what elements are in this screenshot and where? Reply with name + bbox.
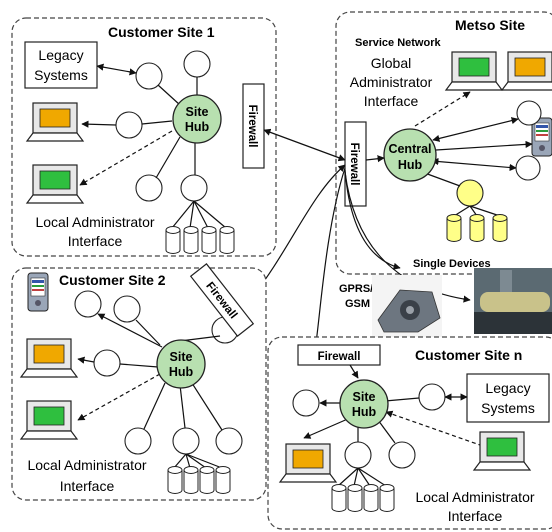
- site-hub-2-label-a: Site: [170, 350, 193, 364]
- laptop-icon: [473, 431, 531, 471]
- database-icon: [363, 484, 379, 512]
- machine-photo: [372, 275, 442, 337]
- laptop-icon: [501, 51, 552, 91]
- database-icon: [379, 484, 395, 512]
- metso-site-box: [335, 11, 552, 275]
- node: [516, 100, 542, 126]
- node: [180, 174, 208, 202]
- database-icon: [492, 214, 508, 242]
- laptop-icon: [26, 102, 84, 142]
- central-hub-label-b: Hub: [398, 158, 423, 172]
- database-icon: [219, 226, 235, 254]
- pda-icon: [27, 272, 49, 312]
- customer-site-n-title: Customer Site n: [415, 347, 522, 363]
- firewall-metso: [344, 121, 367, 207]
- database-icon: [201, 226, 217, 254]
- site-hub-2: [156, 339, 206, 389]
- database-icon: [183, 466, 199, 494]
- legacy-label-1a: Legacy: [38, 47, 83, 63]
- site-hub-n: [339, 379, 389, 429]
- firewall-metso-label: Firewall: [348, 143, 360, 186]
- local-admin-label-nb: Interface: [448, 508, 503, 524]
- firewall-2: [189, 263, 255, 337]
- database-icon: [183, 226, 199, 254]
- database-icon: [331, 484, 347, 512]
- global-admin-label-b: Administrator: [350, 74, 433, 90]
- customer-site-2-box: [11, 267, 267, 501]
- site-hub-2-label-b: Hub: [169, 365, 194, 379]
- central-hub: [383, 128, 437, 182]
- node: [418, 383, 446, 411]
- gprs-label-a: GPRS/: [339, 283, 373, 295]
- customer-site-1-title: Customer Site 1: [108, 24, 215, 40]
- node: [183, 50, 211, 78]
- customer-site-2-title: Customer Site 2: [59, 272, 166, 288]
- gprs-label-b: GSM: [345, 298, 370, 310]
- firewall-n-label: Firewall: [318, 351, 361, 363]
- laptop-icon: [279, 443, 337, 483]
- node: [124, 427, 152, 455]
- metso-site-title: Metso Site: [455, 17, 525, 33]
- database-icon: [469, 214, 485, 242]
- single-devices-label: Single Devices: [413, 258, 491, 270]
- node: [74, 290, 102, 318]
- firewall-n: [297, 344, 381, 366]
- machine-photo: [474, 268, 552, 334]
- node: [388, 441, 416, 469]
- node: [113, 295, 141, 323]
- node: [172, 427, 200, 455]
- local-admin-label-2b: Interface: [60, 478, 115, 494]
- legacy-label-na: Legacy: [485, 380, 530, 396]
- database-icon: [165, 226, 181, 254]
- firewall-1-label: Firewall: [246, 105, 258, 148]
- node: [135, 174, 163, 202]
- node: [115, 111, 143, 139]
- node: [344, 441, 372, 469]
- site-hub-n-label-b: Hub: [352, 405, 377, 419]
- database-icon: [199, 466, 215, 494]
- service-network-label: Service Network: [355, 37, 441, 49]
- site-hub-1: [172, 94, 222, 144]
- database-icon: [347, 484, 363, 512]
- node: [292, 389, 320, 417]
- laptop-icon: [20, 338, 78, 378]
- node: [93, 349, 121, 377]
- database-icon: [215, 466, 231, 494]
- local-admin-label-na: Local Administrator: [415, 489, 534, 505]
- laptop-icon: [20, 400, 78, 440]
- global-admin-label-a: Global: [371, 55, 411, 71]
- legacy-label-nb: Systems: [481, 400, 535, 416]
- node: [515, 155, 541, 181]
- site-hub-1-label-a: Site: [186, 105, 209, 119]
- legacy-systems-box-n: [466, 373, 550, 423]
- laptop-icon: [26, 164, 84, 204]
- site-hub-n-label-a: Site: [353, 390, 376, 404]
- node: [215, 427, 243, 455]
- legacy-label-1b: Systems: [34, 67, 88, 83]
- global-admin-label-c: Interface: [364, 93, 419, 109]
- site-hub-1-label-b: Hub: [185, 120, 210, 134]
- legacy-systems-box-1: [24, 41, 98, 89]
- database-icon: [446, 214, 462, 242]
- node: [135, 62, 163, 90]
- laptop-icon: [445, 51, 503, 91]
- central-hub-label-a: Central: [388, 142, 431, 156]
- local-admin-label-1a: Local Administrator: [35, 214, 154, 230]
- local-admin-label-2a: Local Administrator: [27, 457, 146, 473]
- database-icon: [167, 466, 183, 494]
- node: [456, 179, 484, 207]
- local-admin-label-1b: Interface: [68, 233, 123, 249]
